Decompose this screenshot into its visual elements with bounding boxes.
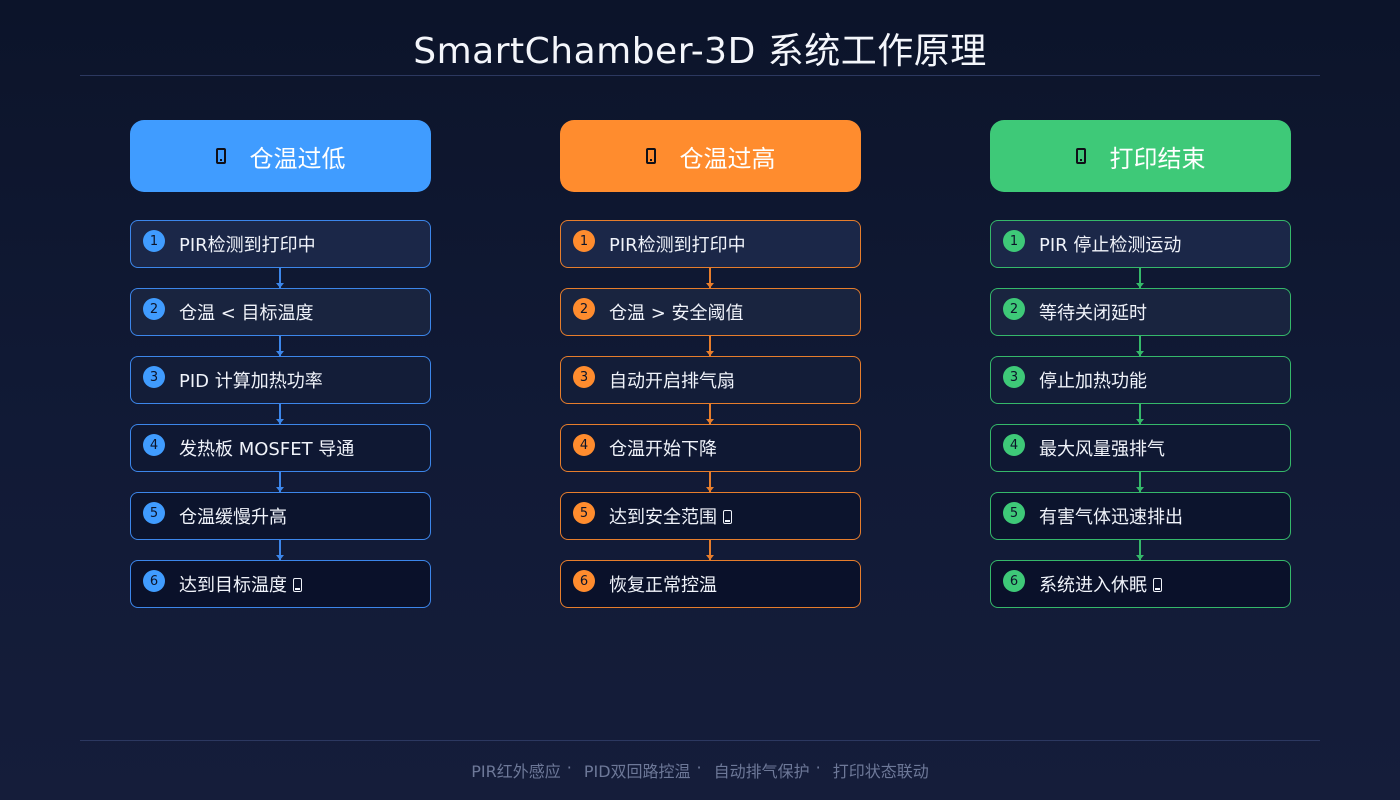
step-item: 3 停止加热功能 [990,356,1291,404]
footer-item: 打印状态联动 [832,762,929,781]
flow-arrow [276,404,284,424]
flow-arrow [706,540,714,560]
column-title: 打印结束 [1109,144,1206,173]
step-label: 最大风量强排气 [1039,439,1165,460]
step-item: 1 PIR检测到打印中 [560,220,861,268]
step-item: 3 自动开启排气扇 [560,356,861,404]
step-number-badge: 5 [1003,502,1025,524]
phone-icon [215,148,226,164]
step-number-badge: 6 [573,570,595,592]
step-item: 2 仓温 > 安全阈值 [560,288,861,336]
step-number-badge: 6 [1003,570,1025,592]
step-label: PIR 停止检测运动 [1039,235,1182,256]
footer-feature-list: PIR红外感应 · PID双回路控温 · 自动排气保护 · 打印状态联动 [0,758,1400,782]
step-number-badge: 3 [143,366,165,388]
column-title: 仓温过低 [249,144,346,173]
flow-arrow [706,268,714,288]
column-print-end: 打印结束 1 PIR 停止检测运动 2 等待关闭延时 3 停止加热功能 4 最大… [990,120,1291,628]
step-item: 6 达到目标温度 [130,560,431,608]
step-item: 4 最大风量强排气 [990,424,1291,472]
phone-icon [1075,148,1086,164]
step-item: 5 达到安全范围 [560,492,861,540]
step-number-badge: 1 [573,230,595,252]
step-item: 2 仓温 < 目标温度 [130,288,431,336]
column-header-temp-low: 仓温过低 [130,120,431,192]
flow-arrow [706,404,714,424]
step-number-badge: 2 [1003,298,1025,320]
step-number-badge: 2 [143,298,165,320]
step-number-badge: 2 [573,298,595,320]
step-number-badge: 6 [143,570,165,592]
step-label: 达到目标温度 [179,575,287,596]
flow-arrow [1136,336,1144,356]
flow-arrow [1136,268,1144,288]
footer-item: PIR红外感应 [471,762,561,781]
step-item: 6 恢复正常控温 [560,560,861,608]
step-label: 停止加热功能 [1039,371,1147,392]
phone-icon [723,510,732,524]
step-number-badge: 4 [1003,434,1025,456]
step-item: 6 系统进入休眠 [990,560,1291,608]
flow-arrow [1136,540,1144,560]
phone-icon [1153,578,1162,592]
page-title: SmartChamber-3D 系统工作原理 [413,31,987,72]
step-label: PIR检测到打印中 [179,235,316,256]
title-divider [80,75,1320,76]
step-label: 自动开启排气扇 [609,371,735,392]
flow-arrow [276,268,284,288]
step-list: 1 PIR检测到打印中 2 仓温 > 安全阈值 3 自动开启排气扇 4 仓温开始… [560,220,861,608]
step-label: 系统进入休眠 [1039,575,1147,596]
footer-separator: · [566,758,572,777]
step-label: 仓温开始下降 [609,439,717,460]
step-label: 仓温 < 目标温度 [179,303,314,324]
footer-item: 自动排气保护 [713,762,810,781]
step-label: 仓温 > 安全阈值 [609,303,744,324]
step-label: 有害气体迅速排出 [1039,507,1183,528]
step-label: 仓温缓慢升高 [179,507,287,528]
step-item: 2 等待关闭延时 [990,288,1291,336]
step-label: PIR检测到打印中 [609,235,746,256]
footer-divider [80,740,1320,741]
step-item: 1 PIR检测到打印中 [130,220,431,268]
column-header-temp-high: 仓温过高 [560,120,861,192]
flow-arrow [276,540,284,560]
phone-icon [293,578,302,592]
column-temp-low: 仓温过低 1 PIR检测到打印中 2 仓温 < 目标温度 3 PID 计算加热功… [130,120,431,628]
step-number-badge: 1 [1003,230,1025,252]
flow-arrow [706,336,714,356]
step-number-badge: 3 [1003,366,1025,388]
step-item: 1 PIR 停止检测运动 [990,220,1291,268]
step-number-badge: 4 [573,434,595,456]
step-number-badge: 1 [143,230,165,252]
step-item: 3 PID 计算加热功率 [130,356,431,404]
footer-separator: · [815,758,821,777]
footer-separator: · [696,758,702,777]
step-item: 4 仓温开始下降 [560,424,861,472]
step-number-badge: 5 [573,502,595,524]
step-item: 5 仓温缓慢升高 [130,492,431,540]
step-label: 恢复正常控温 [609,575,717,596]
flow-arrow [706,472,714,492]
step-list: 1 PIR 停止检测运动 2 等待关闭延时 3 停止加热功能 4 最大风量强排气… [990,220,1291,608]
flow-arrow [1136,404,1144,424]
phone-icon [645,148,656,164]
footer-item: PID双回路控温 [583,762,691,781]
column-temp-high: 仓温过高 1 PIR检测到打印中 2 仓温 > 安全阈值 3 自动开启排气扇 4… [560,120,861,628]
step-number-badge: 3 [573,366,595,388]
step-item: 4 发热板 MOSFET 导通 [130,424,431,472]
step-number-badge: 4 [143,434,165,456]
step-label: 达到安全范围 [609,507,717,528]
column-title: 仓温过高 [679,144,776,173]
column-header-print-end: 打印结束 [990,120,1291,192]
flow-arrow [1136,472,1144,492]
step-label: 等待关闭延时 [1039,303,1147,324]
flow-arrow [276,472,284,492]
step-label: 发热板 MOSFET 导通 [179,439,355,460]
step-list: 1 PIR检测到打印中 2 仓温 < 目标温度 3 PID 计算加热功率 4 发… [130,220,431,608]
step-label: PID 计算加热功率 [179,371,323,392]
step-number-badge: 5 [143,502,165,524]
step-item: 5 有害气体迅速排出 [990,492,1291,540]
flow-arrow [276,336,284,356]
